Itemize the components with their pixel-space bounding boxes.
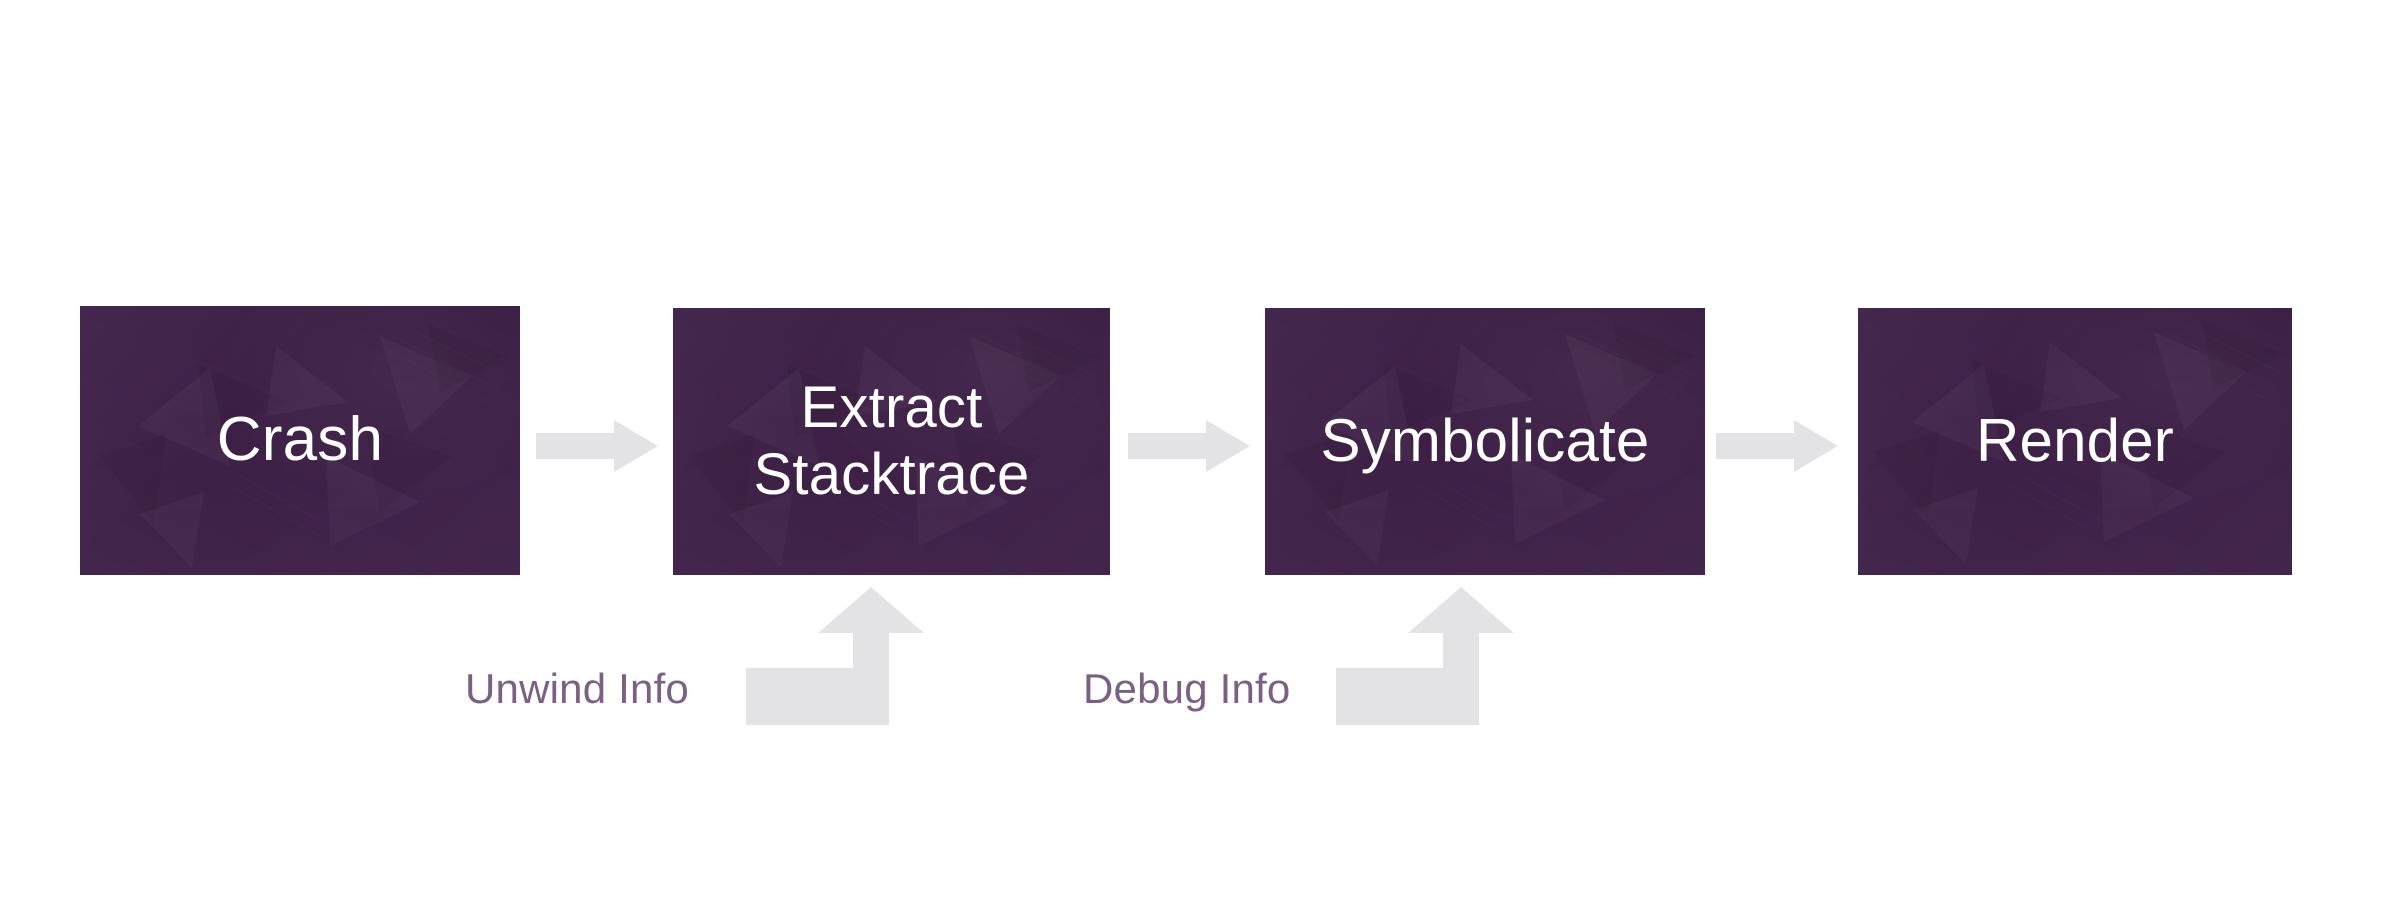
- flow-arrow-symbolicate-to-render: [1716, 420, 1838, 472]
- flow-arrow-extract-to-symbolicate: [1128, 420, 1250, 472]
- input-label-debug-info: Debug Info: [1083, 665, 1291, 712]
- flow-arrow-crash-to-extract: [536, 420, 658, 472]
- input-label-unwind-info: Unwind Info: [465, 665, 689, 712]
- process-box-label: Crash: [216, 405, 384, 475]
- process-box-render[interactable]: Render: [1858, 308, 2292, 575]
- input-arrow-unwind-info: [746, 587, 928, 725]
- process-box-crash[interactable]: Crash: [80, 306, 520, 575]
- input-arrow-debug-info: [1336, 587, 1518, 725]
- process-box-extract-stacktrace[interactable]: Extract Stacktrace: [673, 308, 1110, 575]
- process-box-label: Render: [1976, 407, 2174, 475]
- process-box-symbolicate[interactable]: Symbolicate: [1265, 308, 1705, 575]
- process-box-label: Extract Stacktrace: [753, 375, 1030, 507]
- process-box-label: Symbolicate: [1320, 407, 1650, 475]
